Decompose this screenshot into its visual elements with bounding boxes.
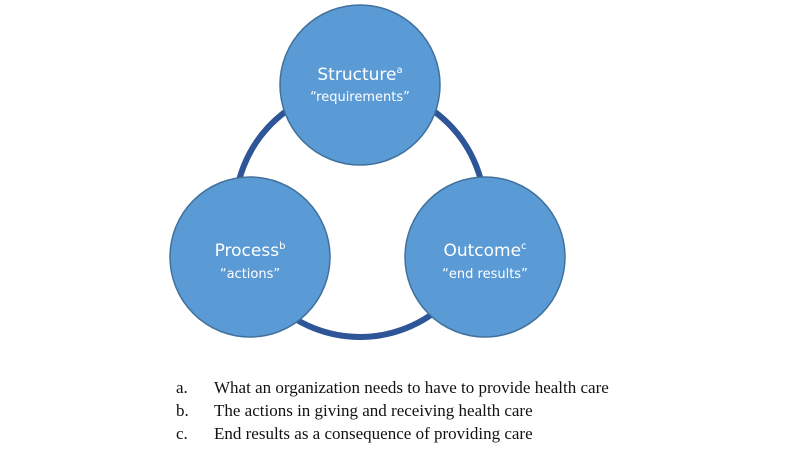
node-process-sup: b	[279, 241, 285, 252]
footnote-item: a. What an organization needs to have to…	[176, 376, 736, 399]
node-outcome-heading: Outcomec	[443, 241, 526, 261]
footnote-marker: c.	[176, 424, 188, 443]
footnote-list: a. What an organization needs to have to…	[176, 376, 736, 445]
footnote-text: End results as a consequence of providin…	[214, 424, 533, 443]
node-process-circle	[169, 176, 331, 338]
footnote-item: c. End results as a consequence of provi…	[176, 422, 736, 445]
node-process-heading: Processb	[215, 241, 286, 261]
node-structure-sup: a	[396, 65, 402, 76]
footnote-marker: b.	[176, 401, 189, 420]
node-process-subtitle: “actions”	[220, 267, 280, 282]
node-process-title: Process	[215, 241, 280, 261]
node-process: Processb “actions”	[169, 176, 331, 338]
node-outcome: Outcomec “end results”	[404, 176, 566, 338]
footnote-item: b. The actions in giving and receiving h…	[176, 399, 736, 422]
node-structure-circle	[279, 4, 441, 166]
node-structure-subtitle: “requirements”	[310, 90, 410, 105]
node-outcome-sup: c	[521, 241, 527, 252]
node-structure-heading: Structurea	[317, 65, 402, 85]
node-structure: Structurea “requirements”	[279, 4, 441, 166]
node-outcome-title: Outcome	[443, 241, 521, 261]
node-structure-title: Structure	[317, 65, 396, 85]
footnote-text: What an organization needs to have to pr…	[214, 378, 609, 397]
node-outcome-circle	[404, 176, 566, 338]
footnote-marker: a.	[176, 378, 188, 397]
node-outcome-subtitle: “end results”	[442, 267, 528, 282]
footnote-text: The actions in giving and receiving heal…	[214, 401, 533, 420]
